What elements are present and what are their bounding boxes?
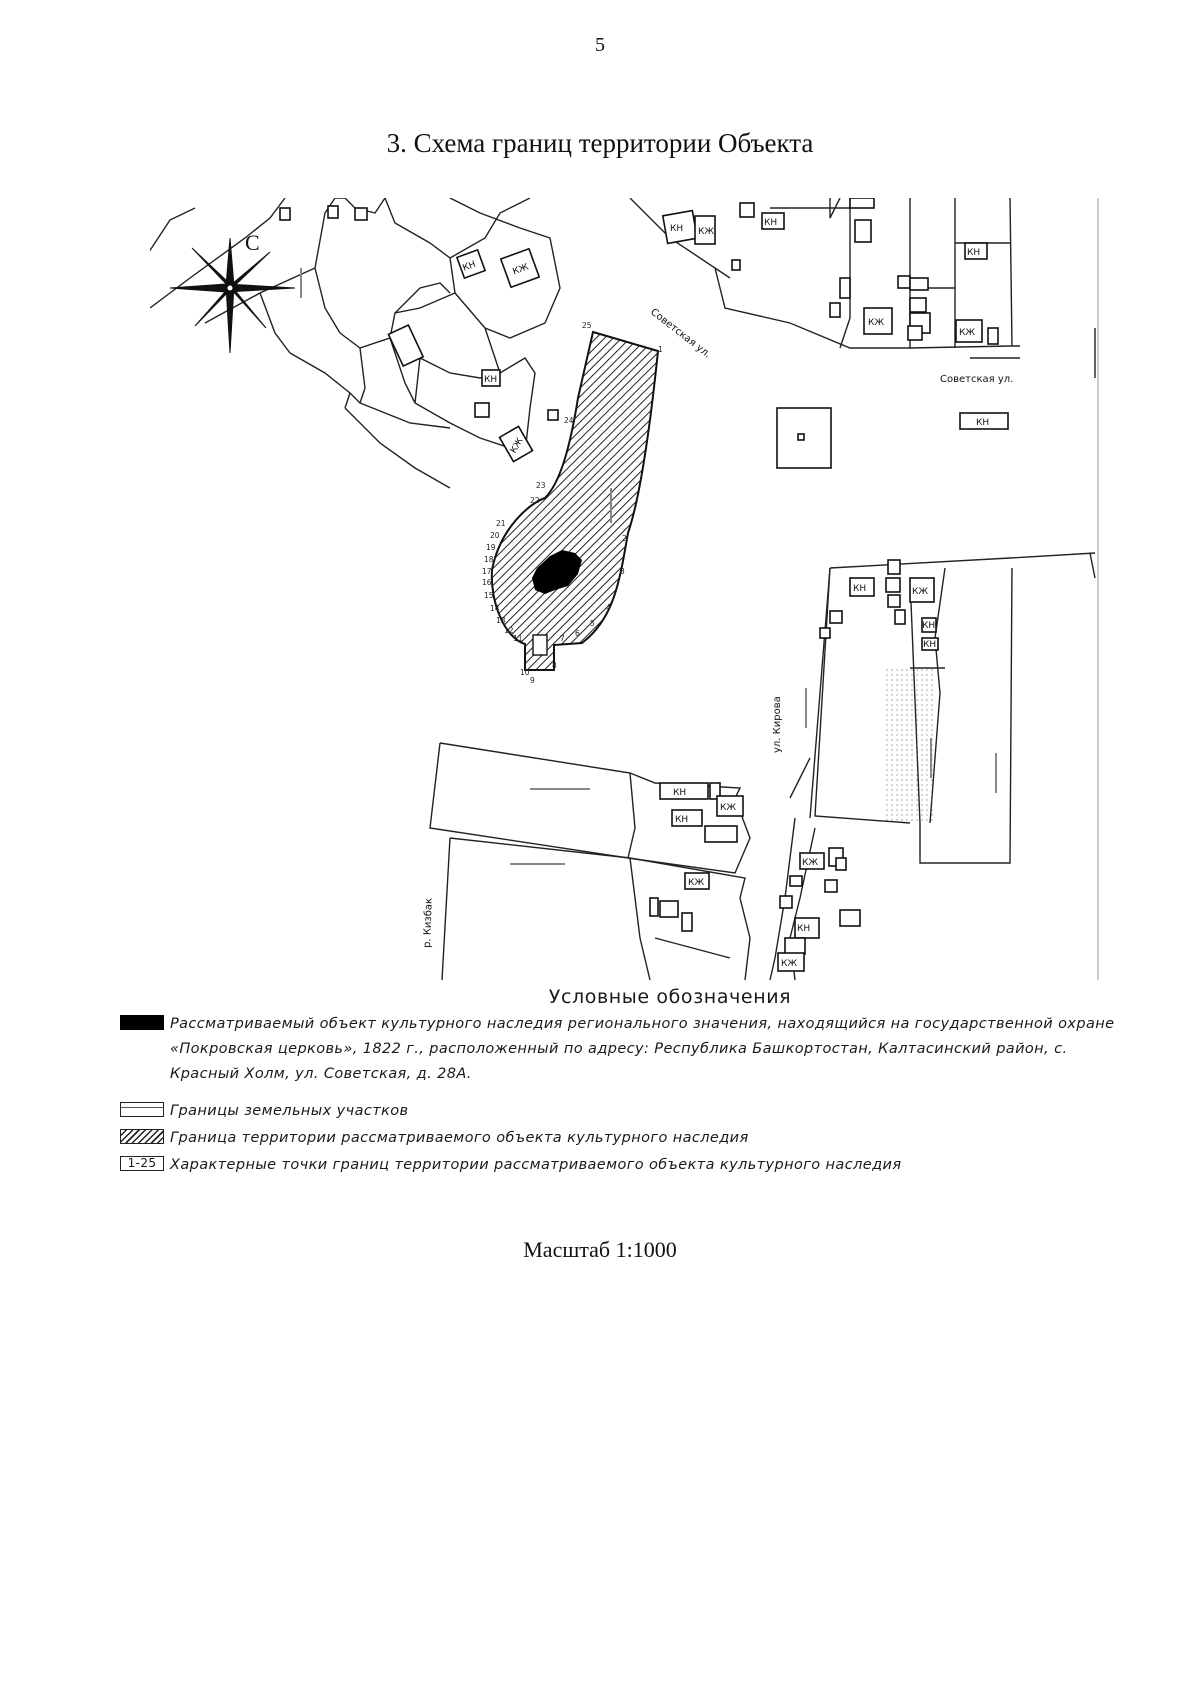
boundary-point: 9 (530, 676, 535, 685)
building-label: КН (922, 621, 935, 631)
legend-swatch-parcels (120, 1102, 164, 1117)
site-plan-map: С КН КЖ КН КЖ (150, 198, 1100, 980)
cultural-heritage-object (532, 550, 582, 594)
page-title: 3. Схема границ территории Объекта (386, 128, 814, 158)
boundary-point: 2 (622, 534, 627, 543)
buildings-northeast (661, 198, 1009, 469)
boundary-point: 8 (552, 661, 557, 670)
legend-row-territory: Граница территории рассматриваемого объе… (120, 1126, 1130, 1150)
boundary-point: 14 (490, 604, 500, 613)
building-label: КН (675, 815, 688, 825)
building-label: КН (764, 218, 777, 228)
building-label: КН (853, 584, 866, 594)
map-legend: Условные обозначения Рассматриваемый объ… (120, 986, 1130, 1180)
building-label: КН (484, 375, 497, 385)
parcels-northwest (150, 198, 561, 489)
buildings-south (649, 782, 744, 932)
parcels-northeast (629, 198, 1096, 378)
north-label: С (245, 230, 260, 255)
building-label: КЖ (698, 227, 714, 237)
boundary-point: 10 (520, 668, 530, 677)
building-label: КН (976, 418, 989, 428)
boundary-point: 16 (482, 578, 492, 587)
legend-row-object: Рассматриваемый объект культурного насле… (120, 1012, 1130, 1087)
building-label: КН (967, 248, 980, 258)
buildings-northwest (279, 205, 559, 463)
building-label: КН (462, 260, 478, 274)
legend-text-points: Характерные точки границ территории расс… (170, 1157, 902, 1173)
boundary-point: 5 (590, 619, 595, 628)
object-territory-boundary (490, 330, 660, 671)
street-label-kirova: ул. Кирова (772, 696, 783, 753)
boundary-point: 20 (490, 531, 500, 540)
building-label: КЖ (781, 959, 797, 969)
boundary-point: 11 (513, 634, 523, 643)
parcels-south (429, 742, 751, 980)
hatched-lot-fill (885, 668, 935, 823)
boundary-point: 3 (620, 567, 625, 576)
legend-row-points: 1-25 Характерные точки границ территории… (120, 1153, 1130, 1177)
boundary-point: 4 (606, 603, 611, 612)
boundary-point: 19 (486, 543, 496, 552)
boundary-point: 25 (582, 321, 592, 330)
cadastral-marks (300, 268, 997, 865)
river-label: р. Кизбак (422, 898, 435, 948)
boundary-point: 6 (575, 629, 580, 638)
boundary-point: 24 (564, 416, 574, 425)
legend-text-parcels: Границы земельных участков (170, 1103, 409, 1119)
building-label: КЖ (688, 878, 704, 888)
legend-swatch-territory (120, 1129, 164, 1144)
boundary-point: 17 (482, 567, 492, 576)
building-label: КН (673, 788, 686, 798)
buildings-southeast (777, 559, 939, 972)
map-scale-label: Масштаб 1:1000 (523, 1237, 677, 1262)
legend-title: Условные обозначения (548, 986, 792, 1008)
boundary-point: 22 (530, 496, 540, 505)
boundary-point: 7 (560, 634, 565, 643)
boundary-point: 1 (658, 345, 663, 354)
boundary-point: 18 (484, 555, 494, 564)
building-label: КЖ (720, 803, 736, 813)
legend-row-parcels: Границы земельных участков (120, 1099, 1130, 1123)
building-label: КН (797, 924, 810, 934)
boundary-points: 1 2 3 4 5 6 7 8 9 10 11 12 13 14 15 16 1… (482, 321, 663, 685)
building-label: КЖ (802, 858, 818, 868)
legend-text-object: Рассматриваемый объект культурного насле… (170, 1016, 1115, 1082)
legend-swatch-object (120, 1015, 164, 1030)
legend-swatch-points: 1-25 (120, 1156, 164, 1171)
building-label: КН (670, 224, 683, 234)
boundary-point: 21 (496, 519, 506, 528)
page-number: 5 (595, 34, 605, 56)
boundary-point: 13 (496, 616, 506, 625)
building-label: КЖ (959, 328, 975, 338)
boundary-point: 12 (504, 626, 514, 635)
legend-text-territory: Граница территории рассматриваемого объе… (170, 1130, 749, 1146)
north-arrow-icon (169, 237, 296, 354)
building-label: КН (923, 640, 936, 650)
building-label: КЖ (912, 587, 928, 597)
boundary-point: 15 (484, 591, 494, 600)
territory-gate-structure (532, 634, 548, 656)
boundary-point: 23 (536, 481, 546, 490)
street-label-sovetskaya-east: Советская ул. (940, 374, 1013, 385)
building-label: КЖ (868, 318, 884, 328)
